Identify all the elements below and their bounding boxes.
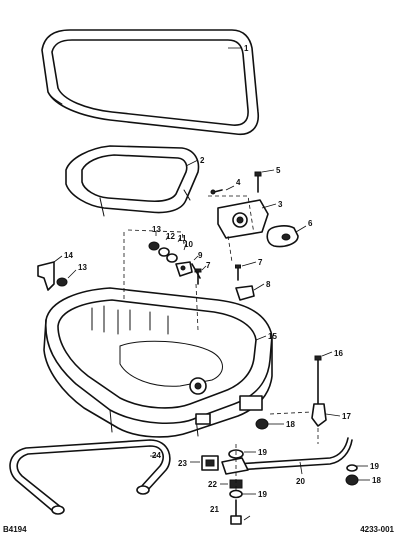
callout-18-right: 18 (372, 476, 381, 485)
part-23-block (201, 455, 219, 471)
callout-24: 24 (152, 451, 161, 460)
callout-10: 10 (184, 240, 193, 249)
callout-12: 12 (166, 232, 175, 241)
callout-7-upper: 7 (258, 258, 263, 267)
callout-5: 5 (276, 166, 281, 175)
part-19-washer-c (346, 464, 358, 472)
screw-7-upper (235, 264, 241, 281)
part-15-lower-cowl (43, 287, 273, 438)
callout-9: 9 (198, 251, 203, 260)
part-13-nut-lower (56, 277, 68, 287)
callout-16: 16 (334, 349, 343, 358)
callout-4: 4 (236, 178, 241, 187)
callout-19-b: 19 (370, 462, 379, 471)
part-18-nut-right (345, 474, 359, 486)
callout-2: 2 (200, 156, 205, 165)
part-2-frame (65, 145, 200, 217)
callout-21: 21 (210, 505, 219, 514)
part-10-lever (175, 261, 193, 277)
leader-lines (53, 47, 370, 521)
callout-19-a: 19 (258, 448, 267, 457)
callout-22: 22 (208, 480, 217, 489)
part-18-nut-left (255, 418, 269, 430)
part-6-grommet (266, 225, 299, 248)
callout-23: 23 (178, 459, 187, 468)
callout-17: 17 (342, 412, 351, 421)
part-13-nut-upper (148, 241, 160, 251)
callout-8: 8 (266, 280, 271, 289)
part-24-handle (9, 439, 171, 515)
part-9-bolt (191, 263, 201, 279)
callout-3: 3 (278, 200, 283, 209)
callout-11: 11 (178, 234, 187, 243)
part-16-rod (314, 355, 322, 405)
assembly-lines (123, 195, 319, 490)
part-14-latch (37, 261, 55, 291)
part-11-washer (166, 253, 178, 263)
callout-19-c: 19 (258, 490, 267, 499)
callout-15: 15 (268, 332, 277, 341)
part-1-seal-ring (41, 29, 260, 136)
part-3-bracket (217, 199, 269, 239)
figure-code-right: 4233-001 (360, 525, 394, 534)
callout-7-lower: 7 (206, 261, 211, 270)
part-20-link-rod (221, 437, 353, 475)
part-21-bolt (230, 499, 242, 525)
callout-13-lower: 13 (78, 263, 87, 272)
figure-code-left: B4194 (3, 525, 27, 534)
callout-6: 6 (308, 219, 313, 228)
callout-14: 14 (64, 251, 73, 260)
screw-4 (210, 189, 223, 195)
part-12-washer (158, 247, 170, 257)
callout-20: 20 (296, 477, 305, 486)
part-19-washer-b (229, 489, 243, 499)
part-8-clip (235, 285, 255, 301)
callout-labels: 1 2 3 4 5 6 7 7 8 9 10 11 12 13 13 14 15… (64, 44, 381, 514)
screw-5 (254, 171, 262, 193)
callout-13-upper: 13 (152, 225, 161, 234)
part-17-lever (311, 403, 327, 427)
callout-18-left: 18 (286, 420, 295, 429)
callout-1: 1 (244, 44, 249, 53)
